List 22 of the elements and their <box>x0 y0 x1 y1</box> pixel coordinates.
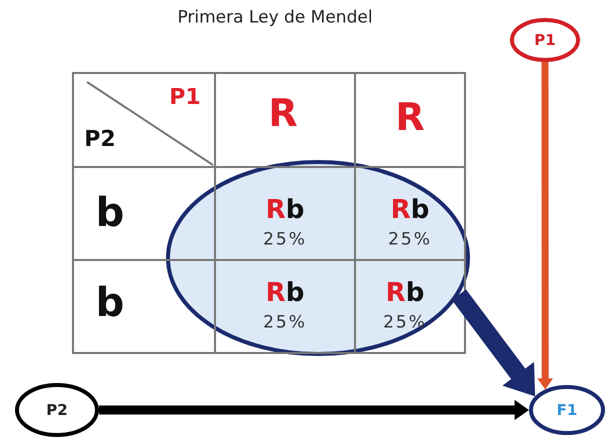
percentage-label: 25% <box>263 232 307 248</box>
percentage-label: 25% <box>263 314 307 332</box>
arrow <box>99 400 529 420</box>
parent-ellipse: P2 <box>15 383 99 437</box>
arrow <box>452 289 536 396</box>
arrow <box>537 62 554 390</box>
percentage-label: 25% <box>383 314 427 332</box>
allele-label: R <box>395 98 425 136</box>
parent-ellipse: F1 <box>529 385 605 435</box>
table-header-label: P1 <box>169 87 201 109</box>
allele-label: b <box>96 283 124 323</box>
allele-label: R <box>268 94 298 132</box>
genotype-label: Rb <box>386 280 424 306</box>
genotype-label: Rb <box>390 197 430 223</box>
genotype-label: Rb <box>266 197 304 223</box>
allele-label: b <box>96 193 124 233</box>
percentage-label: 25% <box>388 232 432 248</box>
table-header-label: P2 <box>84 129 116 151</box>
diagram-title: Primera Ley de Mendel <box>177 10 373 26</box>
ellipse-shape <box>166 160 470 356</box>
parent-ellipse: P1 <box>510 18 580 62</box>
genotype-label: Rb <box>266 280 304 306</box>
